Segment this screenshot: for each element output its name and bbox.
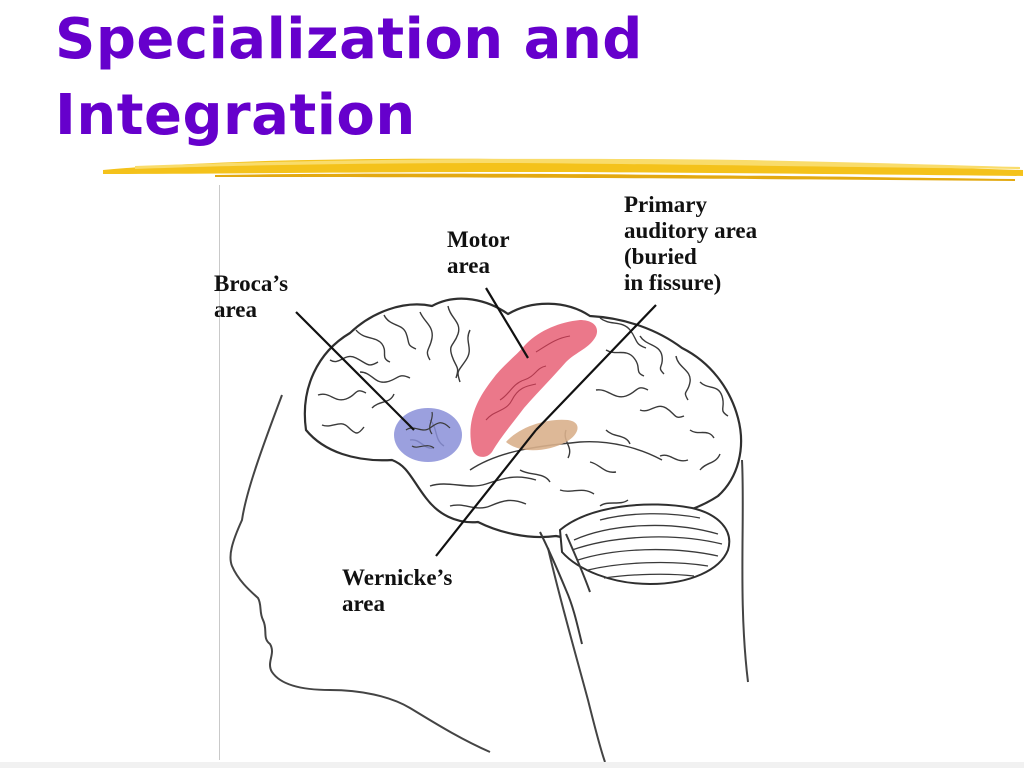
slide-title: Specialization and Integration [55,2,955,154]
wernicke-area-label: Wernicke’s area [342,565,452,617]
broca-area-label: Broca’s area [214,271,288,323]
motor-leader-line [485,287,529,359]
auditory-leader-line [535,304,657,431]
motor-area-texture [485,335,571,421]
motor-label-line-1: Motor [447,227,510,252]
brush-divider [103,158,1023,181]
cerebellum [558,503,731,586]
title-line-2: Integration [55,83,416,148]
wernicke-label-line-1: Wernicke’s [342,565,453,590]
motor-label-line-2: area [447,253,491,278]
motor-area-region [470,320,598,457]
slide-footer-band [0,762,1024,768]
auditory-label-line-3: (buried [624,244,697,269]
brush-stroke-light [135,158,1020,169]
broca-label-line-1: Broca’s [214,271,289,296]
broca-label-line-2: area [214,297,258,322]
title-line-1: Specialization and [55,7,643,72]
vertical-guide-line [219,185,220,760]
auditory-label-line-2: auditory area [624,218,758,243]
neck-outline [547,547,606,763]
broca-area-region [394,408,462,462]
wernicke-leader-line [435,429,537,557]
cerebellum-folia [571,513,723,579]
auditory-label-line-4: in fissure) [624,270,722,295]
head-profile-outline [229,394,491,753]
motor-area-label: Motor area [447,227,510,279]
brainstem [539,531,591,645]
cerebrum-outline [303,297,743,540]
brush-stroke-dark [215,173,1015,181]
broca-leader-line [295,311,415,431]
back-of-head-outline [741,459,749,683]
primary-auditory-area-label: Primary auditory area (buried in fissure… [624,192,757,296]
auditory-area-region [506,419,578,451]
auditory-label-line-1: Primary [624,192,708,217]
wernicke-label-line-2: area [342,591,386,616]
